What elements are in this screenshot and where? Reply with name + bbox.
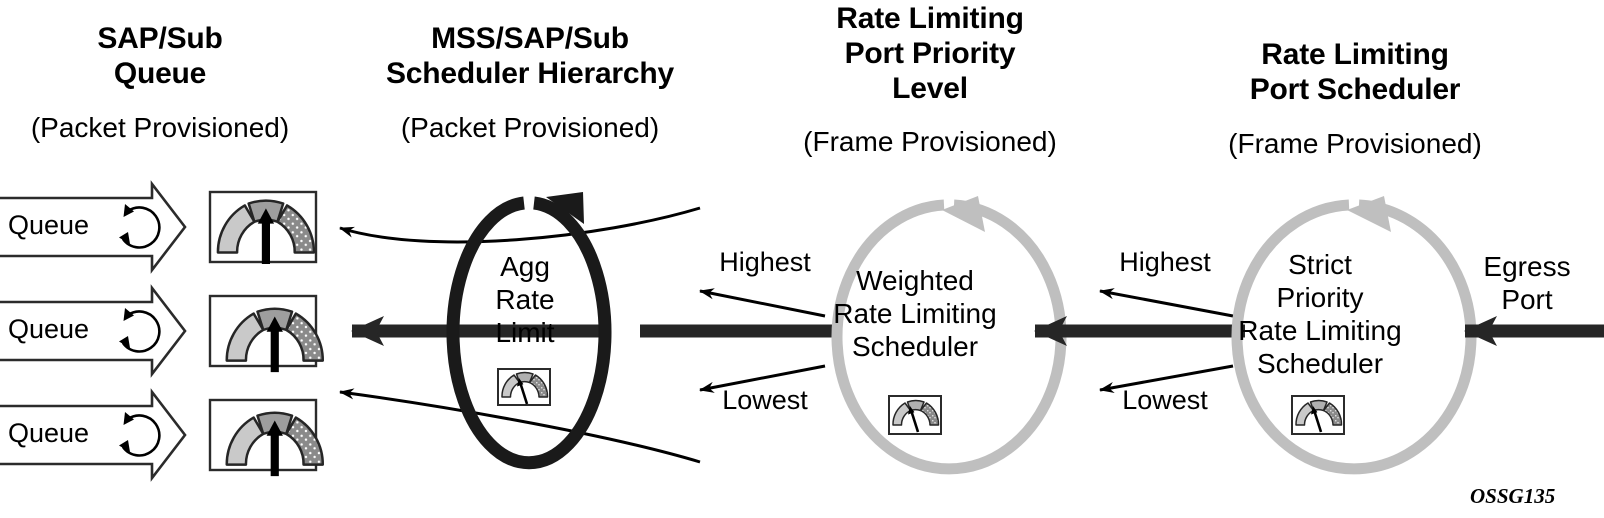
strict-priority-meter: [1291, 395, 1345, 435]
node-line: Egress: [1483, 251, 1571, 282]
node-line: Weighted: [856, 265, 974, 296]
connector-weighted-lowest: [699, 364, 826, 393]
queue-label-3: Queue: [8, 418, 90, 448]
column-subtitle: (Packet Provisioned): [30, 111, 290, 143]
priority-label-right-lowest: Lowest: [1122, 385, 1208, 415]
agg-rate-limit-ring: [446, 192, 612, 470]
queue-row-1[interactable]: [0, 180, 316, 274]
ring-arrowhead: [1347, 196, 1391, 232]
strict-priority-label: Strict Priority Rate Limiting Scheduler: [1222, 248, 1418, 380]
node-line: Scheduler: [1256, 348, 1384, 380]
circular-arrow-icon: [119, 412, 161, 457]
column-title-line: Port Scheduler: [1249, 72, 1461, 106]
column-title-line: SAP/Sub: [97, 22, 223, 55]
figure-watermark: OSSG135: [1470, 484, 1556, 508]
ring-arrowhead: [546, 192, 584, 224]
node-line: Port: [1501, 284, 1553, 316]
agg-rate-limit-label: Agg Rate Limit: [460, 250, 590, 349]
priority-label-mid-lowest: Lowest: [722, 385, 808, 415]
queue-row-3[interactable]: [0, 388, 323, 482]
column-title-line: Port Priority: [844, 36, 1016, 70]
column-title-line: MSS/SAP/Sub: [431, 22, 629, 55]
column-heading-port-priority-level: Rate Limiting Port Priority Level (Frame…: [790, 2, 1070, 159]
column-heading-port-scheduler: Rate Limiting Port Scheduler (Frame Prov…: [1185, 38, 1525, 160]
node-line: Strict: [1288, 249, 1352, 280]
column-title-line: Level: [892, 71, 968, 105]
connector-strict-lowest: [1099, 364, 1234, 394]
circular-arrow-icon: [119, 204, 161, 249]
column-heading-scheduler-hierarchy: MSS/SAP/Sub Scheduler Hierarchy (Packet …: [355, 22, 705, 144]
node-line: Scheduler: [851, 331, 979, 363]
connector-agg-to-queue3: [339, 388, 701, 464]
circular-arrow-icon: [119, 308, 161, 353]
connector-strict-highest: [1099, 288, 1234, 318]
column-title-line: Scheduler Hierarchy: [386, 56, 674, 90]
priority-label-mid-highest: Highest: [719, 247, 811, 277]
queue-label-2: Queue: [8, 314, 90, 344]
column-title-line: Rate Limiting: [836, 2, 1024, 35]
agg-rate-limit-meter: [497, 368, 551, 406]
weighted-scheduler-meter: [888, 395, 942, 435]
node-line: Priority: [1276, 282, 1364, 314]
weighted-scheduler-ring: [831, 196, 1067, 475]
column-title-line: Rate Limiting: [1261, 38, 1449, 71]
egress-port-label: Egress Port: [1462, 250, 1592, 316]
node-line: Rate Limiting: [1238, 315, 1402, 347]
column-subtitle: (Frame Provisioned): [1228, 127, 1482, 159]
column-heading-sap-sub-queue: SAP/Sub Queue (Packet Provisioned): [10, 22, 310, 144]
connector-weighted-highest: [699, 288, 826, 318]
queue-label-1: Queue: [8, 210, 90, 240]
priority-label-right-highest: Highest: [1119, 247, 1211, 277]
strict-priority-ring: [1231, 196, 1477, 475]
connector-agg-to-queue1: [339, 206, 701, 244]
ring-arrowhead: [942, 196, 985, 232]
column-title-line: Queue: [113, 56, 207, 90]
node-line: Rate Limiting: [833, 298, 997, 330]
queue-row-2[interactable]: [0, 284, 323, 378]
weighted-scheduler-label: Weighted Rate Limiting Scheduler: [820, 264, 1010, 363]
node-line: Rate: [495, 284, 555, 316]
node-line: Agg: [500, 251, 550, 282]
column-subtitle: (Frame Provisioned): [803, 126, 1057, 158]
column-subtitle: (Packet Provisioned): [400, 111, 660, 143]
node-line: Limit: [495, 317, 555, 349]
